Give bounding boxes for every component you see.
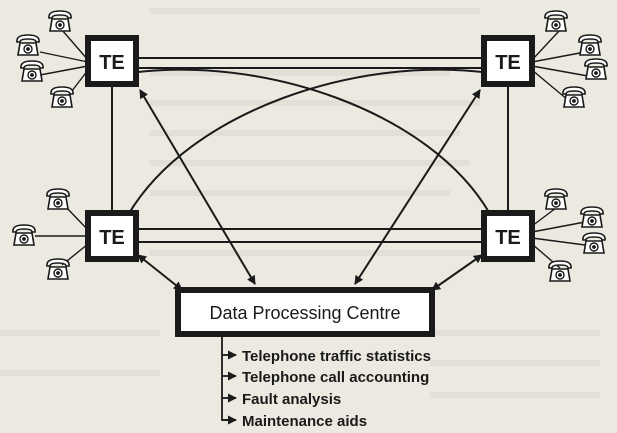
subscribers-bottom-left <box>12 188 89 280</box>
background-texture <box>0 8 600 398</box>
link-bottom-right <box>431 254 483 291</box>
telephone-icon <box>16 34 40 56</box>
trunk-lines <box>111 57 509 243</box>
subscribers-bottom-right <box>531 188 606 282</box>
exchange-bottom-left: TE <box>85 210 139 262</box>
data-processing-centre: Data Processing Centre <box>175 287 435 337</box>
telephone-icon <box>46 258 70 280</box>
exchange-top-left: TE <box>85 35 139 87</box>
telephone-icon <box>580 206 604 228</box>
telephone-icon <box>584 58 608 80</box>
telephone-icon <box>544 10 568 32</box>
data-links <box>137 89 483 291</box>
bracket-line <box>221 336 232 421</box>
centre-label: Data Processing Centre <box>209 303 400 323</box>
telephone-icon <box>582 232 606 254</box>
telephone-icon <box>548 260 572 282</box>
exchange-top-right: TE <box>481 35 535 87</box>
telephone-icon <box>562 86 586 108</box>
telephone-icon <box>12 224 36 246</box>
output-item: Telephone traffic statistics <box>242 348 431 365</box>
telephone-icon <box>544 188 568 210</box>
telephone-icon <box>20 60 44 82</box>
link-top-left <box>139 89 256 285</box>
link-top-right <box>354 89 481 285</box>
link-bottom-left <box>137 254 183 291</box>
telephone-icon <box>48 10 72 32</box>
exchange-bottom-right: TE <box>481 210 535 262</box>
output-item: Fault analysis <box>242 391 341 408</box>
subscribers-top-right <box>531 10 608 108</box>
output-item: Telephone call accounting <box>242 369 429 386</box>
exchange-label: TE <box>99 52 125 74</box>
exchange-label: TE <box>99 227 125 249</box>
output-item: Maintenance aids <box>242 413 367 430</box>
exchange-label: TE <box>495 52 521 74</box>
subscribers-top-left <box>16 10 89 108</box>
outputs-list: Telephone traffic statistics Telephone c… <box>221 336 431 430</box>
telephone-icon <box>46 188 70 210</box>
telephone-icon <box>578 34 602 56</box>
telephone-icon <box>50 86 74 108</box>
exchange-label: TE <box>495 227 521 249</box>
